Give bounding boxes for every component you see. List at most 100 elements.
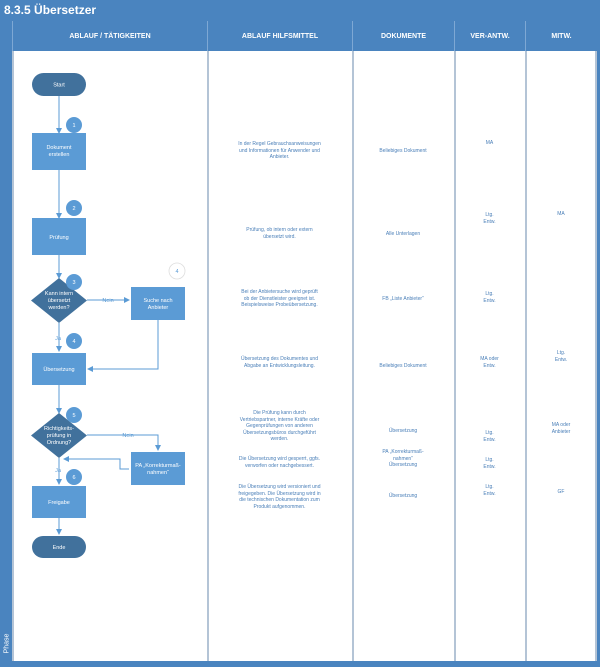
hilfsmittel-cell-line: Bei der Anbietersuche wird geprüft: [241, 289, 318, 295]
verantw-cell-line: Entw.: [483, 362, 496, 369]
mitw-cell-line: MA: [557, 211, 565, 217]
badge-4: [66, 333, 82, 349]
hilfsmittel-cell-line: Übersetzung des Dokumentes und: [241, 356, 318, 362]
mitw-cell: GF: [527, 489, 595, 496]
verantw-cell: MA: [456, 140, 523, 147]
search-line-1: Suche nach: [143, 298, 172, 304]
dokumente-cell: PA „Korrekturmaß-nahmen“Übersetzung: [354, 449, 452, 469]
hilfsmittel-cell-line: ob der Dienstleister geeignet ist.: [243, 295, 316, 302]
verantw-cell-line: Ltg.: [485, 212, 494, 218]
hilfsmittel-cell-line: Beispielsweise Probeübersetzung.: [241, 302, 318, 308]
decision5-line-3: Ordnung?: [47, 440, 71, 446]
release-label: Freigabe: [48, 500, 70, 506]
connectors: [56, 96, 161, 535]
badge-5-label: 5: [72, 413, 75, 419]
verantw-cell-line: Ltg.: [485, 457, 494, 463]
mitw-cell-line: MA oder: [551, 422, 571, 428]
decision3-line-1: Kann intern: [45, 291, 73, 297]
verantw-cell: Ltg.Entw.: [456, 291, 523, 304]
hilfsmittel-cell-line: und Informationen für Anwender und: [239, 147, 320, 154]
phase-label: Phase: [3, 633, 11, 654]
hilfsmittel-cell-line: Gegenprüfungen von anderen: [246, 423, 313, 429]
badge-6: [66, 469, 82, 485]
page-title: 8.3.5 Übersetzer: [0, 0, 600, 21]
hilfsmittel-cell-line: Abgabe an Entwicklungsleitung.: [244, 362, 315, 369]
badge-3: [66, 274, 82, 290]
hilfsmittel-cell-line: freigegeben. Die Übersetzung wird in: [238, 490, 321, 497]
end-terminal: [32, 536, 86, 558]
no-label-3: Nein: [102, 298, 113, 304]
verantw-cell: Ltg.Entw.: [456, 457, 523, 470]
phase-strip: Phase: [0, 21, 12, 667]
badge-1-label: 1: [72, 123, 75, 129]
badge-4-outline: [168, 262, 186, 280]
hilfsmittel-cell-line: Die Prüfung kann durch: [253, 410, 306, 416]
dokumente-cell-line: Übersetzung: [388, 428, 418, 434]
badge-1: [66, 117, 82, 133]
badge-3-label: 3: [72, 280, 75, 286]
column-verantw: [454, 51, 525, 661]
step-number-badges: 1 2 3 4 4 5 6: [66, 117, 186, 485]
hilfsmittel-cell-line: Übersetzungsbüros durchgeführt: [243, 429, 316, 436]
step-uebersetzung: [32, 353, 86, 385]
no-label-5: Nein: [122, 433, 133, 439]
verantw-cell-line: Ltg.: [485, 484, 494, 490]
flowchart: Start Dokument erstellen Prüfung Kann in…: [31, 73, 186, 558]
header-verantw: VER-ANTW.: [454, 21, 525, 51]
step1-label-1: Dokument: [46, 145, 72, 151]
dokumente-cell-line: FB „Liste Anbieter“: [382, 296, 424, 302]
verantw-cell-line: Entw.: [483, 463, 496, 470]
decision5-line-1: Richtigkeits-: [44, 426, 74, 432]
mitw-cell-line: Ltg.: [556, 350, 566, 356]
badge-4b-label: 4: [72, 339, 75, 345]
verantw-cell-line: Entw.: [483, 436, 496, 443]
decision3-line-3: werden?: [47, 305, 69, 311]
verantw-cell-line: MA oder: [480, 356, 499, 362]
dokumente-cell: FB „Liste Anbieter“: [354, 296, 452, 303]
verantw-cell: Ltg.Entw.: [456, 212, 523, 225]
dokumente-cell: Übersetzung: [354, 493, 452, 500]
column-mitw: [525, 51, 597, 661]
translation-label: Übersetzung: [43, 366, 74, 373]
dokumente-cell-line: Beliebiges Dokument: [379, 363, 427, 369]
hilfsmittel-cell-line: Vertriebspartner, interne Kräfte oder: [239, 416, 320, 423]
hilfsmittel-cell-line: In der Regel Gebrauchsanweisungen: [238, 141, 321, 147]
badge-2: [66, 200, 82, 216]
end-label: Ende: [53, 545, 66, 551]
mitw-cell-line: Entw.: [554, 356, 568, 363]
mitw-cell-line: Anbieter: [551, 428, 571, 435]
verantw-cell-line: Entw.: [483, 490, 496, 497]
dokumente-cell-line: PA „Korrekturmaß-: [382, 449, 424, 455]
dokumente-cell-line: Alle Unterlagen: [385, 231, 421, 237]
hilfsmittel-cell-line: Die Übersetzung wird gesperrt, ggfs.: [238, 456, 321, 462]
dokumente-cell-line: Beliebiges Dokument: [379, 148, 427, 154]
yes-label-3: Ja: [55, 336, 62, 342]
verantw-cell: Ltg.Entw.: [456, 484, 523, 497]
verantw-cell-line: MA: [485, 140, 494, 146]
hilfsmittel-cell-line: werden.: [270, 436, 289, 442]
step-suche-anbieter: [131, 287, 185, 320]
yes-label-5: Ja: [55, 468, 62, 474]
badge-5: [66, 407, 82, 423]
dokumente-cell: Übersetzung: [354, 428, 452, 435]
decision-richtigkeit: [31, 413, 87, 458]
start-terminal: [32, 73, 86, 96]
dokumente-cell: Beliebiges Dokument: [354, 363, 452, 370]
dokumente-cell-line: Übersetzung: [388, 462, 418, 468]
verantw-cell-line: Entw.: [483, 297, 496, 304]
badge-6-label: 6: [72, 475, 75, 481]
column-hilfsmittel: [207, 51, 352, 661]
decision5-line-2: prüfung in: [47, 433, 71, 439]
step-dokument-erstellen: [32, 133, 86, 170]
pa-line-2: nahmen“: [147, 470, 169, 476]
header-dokumente: DOKUMENTE: [352, 21, 454, 51]
hilfsmittel-cell-line: verworfen oder nachgebessert.: [245, 462, 314, 469]
hilfsmittel-cell-line: übersetzt wird.: [263, 233, 296, 240]
mitw-cell: Ltg.Entw.: [527, 350, 595, 363]
